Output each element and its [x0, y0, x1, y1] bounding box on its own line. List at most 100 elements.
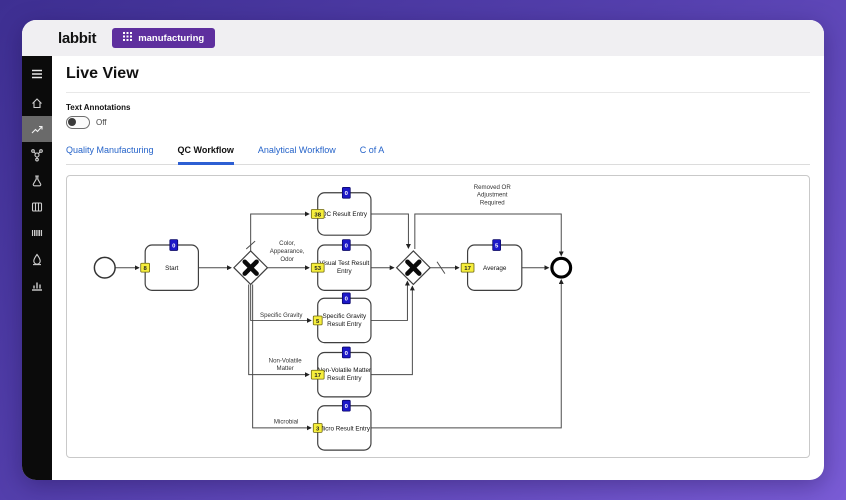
- status-badge-blue: [341, 346, 351, 359]
- svg-text:3: 3: [316, 426, 320, 432]
- gateway-split: [233, 250, 269, 286]
- status-badge-blue: [341, 399, 351, 412]
- svg-text:17: 17: [314, 373, 321, 379]
- edge-join-to-end-loop: [414, 213, 564, 257]
- queue-badge-yellow: [460, 262, 475, 273]
- edge-labels: Color, Appearance, Odor Specific Gravity…: [260, 184, 511, 426]
- svg-text:0: 0: [345, 191, 349, 197]
- svg-text:Removed OR: Removed OR: [474, 184, 512, 191]
- svg-text:17: 17: [464, 266, 471, 272]
- toggle-state-label: Off: [96, 118, 107, 127]
- task-visual-test-result-entry[interactable]: Visual Test Result Entry 0 53: [310, 239, 372, 291]
- flask-icon: [30, 174, 44, 188]
- svg-text:Result Entry: Result Entry: [327, 375, 362, 382]
- default-flow-tick-split: [245, 240, 256, 250]
- edge-qc-to-join: [370, 213, 411, 249]
- sidebar-item-home[interactable]: [22, 90, 52, 116]
- text-annotations-control: Text Annotations Off: [66, 103, 810, 129]
- svg-text:Microbial: Microbial: [274, 418, 298, 425]
- svg-text:QC Result Entry: QC Result Entry: [322, 211, 368, 218]
- status-badge-blue: [341, 239, 351, 251]
- top-bar: labbit manufacturing: [22, 20, 824, 56]
- status-badge-blue: [341, 292, 351, 305]
- svg-text:Required: Required: [480, 200, 505, 207]
- svg-text:38: 38: [314, 212, 321, 218]
- toggle-knob: [68, 118, 76, 126]
- svg-text:5: 5: [316, 319, 320, 325]
- svg-text:0: 0: [345, 297, 349, 303]
- edge-micro-to-end: [370, 279, 564, 429]
- app-window: labbit manufacturing: [22, 20, 824, 480]
- queue-badge-yellow: [310, 262, 325, 273]
- task-start[interactable]: Start 0 8: [140, 239, 200, 291]
- sidebar-item-network[interactable]: [22, 142, 52, 168]
- sidebar-item-flask[interactable]: [22, 168, 52, 194]
- svg-text:Start: Start: [165, 265, 179, 272]
- sidebar-item-analytics[interactable]: [22, 272, 52, 298]
- edge-split-to-specific: [250, 284, 312, 323]
- text-annotations-label: Text Annotations: [66, 103, 131, 112]
- home-icon: [30, 96, 44, 110]
- svg-text:Matter: Matter: [277, 365, 294, 372]
- svg-text:0: 0: [345, 404, 349, 410]
- sidebar-item-storage[interactable]: [22, 194, 52, 220]
- edge-split-to-qc: [250, 211, 310, 251]
- app-switcher-chip[interactable]: manufacturing: [112, 28, 216, 48]
- droplet-icon: [30, 252, 44, 266]
- svg-text:Color,: Color,: [279, 240, 295, 247]
- svg-text:0: 0: [345, 243, 349, 249]
- sidebar-menu-button[interactable]: [22, 62, 52, 86]
- menu-icon: [30, 67, 44, 81]
- task-specific-gravity-result-entry[interactable]: Specific Gravity Result Entry 0 5: [312, 292, 372, 344]
- status-badge-blue: [492, 239, 502, 251]
- start-event-circle: [93, 256, 116, 279]
- svg-text:8: 8: [144, 266, 148, 272]
- status-badge-blue: [341, 186, 351, 199]
- edge-nonvolatile-to-join: [370, 285, 415, 376]
- sidebar-item-liquids[interactable]: [22, 246, 52, 272]
- svg-text:53: 53: [314, 266, 321, 272]
- svg-text:Micro Result Entry: Micro Result Entry: [319, 425, 371, 432]
- page-header: Live View: [66, 56, 810, 93]
- tab-quality-manufacturing[interactable]: Quality Manufacturing: [66, 145, 154, 155]
- svg-text:5: 5: [495, 243, 499, 249]
- task-qc-result-entry[interactable]: QC Result Entry 0 38: [310, 186, 372, 236]
- tab-c-of-a[interactable]: C of A: [359, 145, 385, 155]
- svg-text:0: 0: [345, 351, 349, 357]
- queue-badge-yellow: [140, 262, 150, 273]
- app-badge-label: manufacturing: [138, 32, 205, 44]
- edge-specific-to-join: [370, 280, 410, 321]
- page-title: Live View: [66, 65, 139, 82]
- task-micro-result-entry[interactable]: Micro Result Entry 0 3: [312, 399, 372, 451]
- default-flow-tick-join: [436, 261, 446, 274]
- task-nonvolatile-matter-result-entry[interactable]: Non-Volatile Matter Result Entry 0 17: [310, 346, 372, 398]
- analytics-icon: [30, 278, 44, 292]
- svg-text:Adjustment: Adjustment: [477, 192, 508, 199]
- live-view-icon: [30, 122, 44, 136]
- svg-text:Odor: Odor: [280, 256, 294, 263]
- gateway-join: [395, 250, 431, 286]
- svg-text:0: 0: [172, 243, 176, 249]
- queue-badge-yellow: [310, 209, 325, 219]
- tab-qc-workflow[interactable]: QC Workflow: [177, 145, 234, 165]
- end-event-circle: [550, 256, 573, 279]
- svg-text:Specific Gravity: Specific Gravity: [260, 312, 303, 319]
- workflow-tabs: Quality Manufacturing QC Workflow Analyt…: [66, 145, 810, 165]
- sidebar: [22, 56, 52, 480]
- edge-split-to-micro: [252, 284, 312, 431]
- labbit-logo: labbit: [58, 29, 97, 47]
- task-average[interactable]: Average 5 17: [460, 239, 523, 291]
- queue-badge-yellow: [312, 423, 323, 433]
- queue-badge-yellow: [310, 369, 325, 380]
- svg-text:Non-Volatile: Non-Volatile: [269, 357, 303, 364]
- svg-text:Visual Test Result: Visual Test Result: [319, 260, 369, 267]
- tab-analytical-workflow[interactable]: Analytical Workflow: [257, 145, 336, 155]
- svg-text:Entry: Entry: [337, 268, 353, 275]
- text-annotations-toggle[interactable]: [66, 116, 90, 129]
- sidebar-item-barcode[interactable]: [22, 220, 52, 246]
- svg-text:Specific Gravity: Specific Gravity: [322, 313, 367, 320]
- main-content: Live View Text Annotations Off Quality M…: [52, 56, 824, 480]
- status-badge-blue: [169, 239, 179, 251]
- sidebar-item-live-view[interactable]: [22, 116, 52, 142]
